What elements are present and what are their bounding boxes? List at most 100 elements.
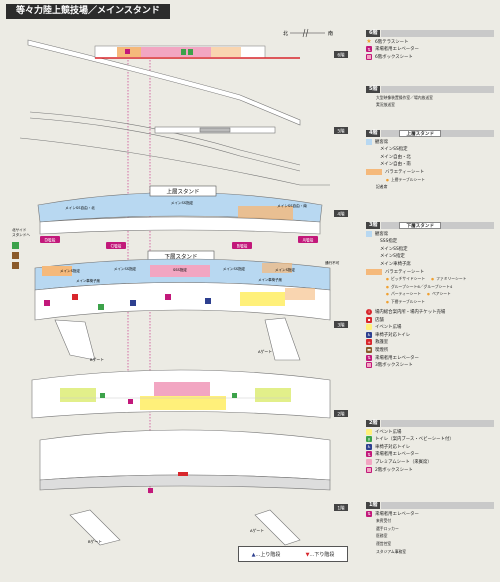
wheelchair-toilet-icon: ♿ xyxy=(366,331,372,338)
legend-3f-seat-2: メインS指定 xyxy=(380,254,405,260)
gate-a-3f: Aゲート xyxy=(258,349,272,354)
badge-4f: 4階 xyxy=(337,211,345,218)
shop-icon: ▪ xyxy=(366,316,372,323)
legend-4f-seat-1: メイン自由・北 xyxy=(380,154,411,160)
legend-3f-variety-2-1: ペアシート xyxy=(427,291,451,297)
gate-a-1f: Aゲート xyxy=(250,528,264,533)
legend-3f-header: 下層スタンド xyxy=(399,222,442,229)
legend-3f-item-5: 喫煙所 xyxy=(375,347,389,353)
floor-badges: 6階 5階 4階 3階 2階 1階 xyxy=(334,51,348,512)
stairs-up-label: …上り階段 xyxy=(255,551,281,558)
legend-1f-line-1: 選手ロッカー xyxy=(376,525,399,531)
legend-3f-seat-1: メインSS指定 xyxy=(380,246,408,252)
legend-floor-6: 6階 ★6階テラスシート ⇅来場者用エレベーター 6階ボックスシート xyxy=(366,30,494,60)
legend-floor-3: 3階 下層スタンド 観客席 SSS指定 メインSS指定 メインS指定 メイン車椅子… xyxy=(366,222,494,369)
lower-section-1: メインS指定 xyxy=(60,268,81,273)
box-seat-icon xyxy=(366,53,372,60)
legend-1f-line-2: 医務室 xyxy=(376,533,388,539)
legend-2f-item-4: プレミアムシート（来賓席） xyxy=(375,459,432,465)
lower-section-5: メインS指定 xyxy=(275,267,296,272)
legend-5f-line-0: 大型映像装置操作室／場内放送室 xyxy=(376,94,433,100)
wheelchair-toilet-icon: ♿ xyxy=(366,443,372,450)
legend-3f-variety-3-0: 下層テーブルシート xyxy=(386,299,425,305)
upper-stand-label: 上層スタンド xyxy=(166,188,199,196)
floor-5-map xyxy=(19,111,330,186)
elevator-icon: ⇅ xyxy=(366,354,372,361)
first-aid-icon: + xyxy=(366,339,372,346)
legend-floor-4: 4階上層スタンド 観客席 メインSS指定 メイン自由・北 メイン自由・南 バラエ… xyxy=(366,130,494,190)
upper-section-south: メインSS自由・南 xyxy=(277,203,307,208)
legend-4f-guest: 観客席 xyxy=(375,139,389,145)
gate-labels: Bゲート Aゲート Bゲート Aゲート xyxy=(88,349,272,544)
north-side-label: 北サイド xyxy=(12,227,27,232)
legend-2f-item-1: トイレ（案内ブース・ベビーシート付） xyxy=(375,437,454,443)
floor-1-map xyxy=(39,429,331,546)
box-seat-icon xyxy=(366,466,372,473)
stairs-down-label: …下り階段 xyxy=(309,551,335,558)
lower-section-2: メインSS指定 xyxy=(114,266,137,271)
premium-icon xyxy=(366,458,372,465)
lower-stand-label: 下層スタンド xyxy=(164,253,197,261)
legend-3f-item-3: 車椅子対応トイレ xyxy=(375,332,411,338)
event-icon xyxy=(366,324,372,331)
upper-section-north: メインSS自由・北 xyxy=(65,205,95,210)
lower-section-4: メインSS指定 xyxy=(223,266,246,271)
badge-5f: 5階 xyxy=(337,128,345,135)
compass-north: 北 xyxy=(283,30,288,37)
stair-b-label[interactable]: B階段 xyxy=(237,243,248,249)
elevator-icon: ⇅ xyxy=(366,451,372,458)
badge-6f: 6階 xyxy=(337,52,345,59)
north-side-icons: 北サイド スタンドへ xyxy=(12,227,30,269)
stair-d-label[interactable]: D階段 xyxy=(44,237,55,243)
legend-floor-4-label: 4階 xyxy=(366,130,381,137)
legend-3f-variety-2-0: パーティーシート xyxy=(386,291,421,297)
legend-1f-line-0: 来賓受付 xyxy=(376,518,392,524)
legend-floor-5-label: 5階 xyxy=(366,86,381,93)
legend-3f-item-4: 救護室 xyxy=(375,340,389,346)
smoking-icon: ▬ xyxy=(366,346,372,353)
wheelchair-section-south: メイン車椅子席 xyxy=(258,277,282,282)
legend-5f-line-1: 実況放送室 xyxy=(376,102,395,108)
legend-6f-item-0: 6階テラスシート xyxy=(375,39,409,45)
legend-floor-3-label: 3階 xyxy=(366,222,381,229)
floor-3-map: 下層スタンド メインS指定 メインSS指定 SSS指定 メインSS指定 メインS… xyxy=(34,250,331,361)
floor-6-map xyxy=(27,39,301,126)
legend-4f-extra: 記者席 xyxy=(376,184,388,190)
legend-4f-variety: バラエティーシート xyxy=(385,169,425,175)
legend-4f-variety-sub: 上層テーブルシート xyxy=(366,177,494,183)
compass: 北 南 xyxy=(283,28,333,38)
legend-3f-guest: 観客席 xyxy=(375,231,389,237)
legend-3f-item-2: イベント広場 xyxy=(375,325,402,331)
legend-1f-item-0: 来場者用エレベーター xyxy=(375,511,419,517)
no-pass-label: 通行不可 xyxy=(325,260,340,265)
legend-2f-item-5: 2階ボックスシート xyxy=(375,467,413,473)
legend-floor-1-label: 1階 xyxy=(366,502,381,509)
legend-3f-variety: バラエティーシート xyxy=(385,269,425,275)
legend-3f-item-1: 店舗 xyxy=(375,317,384,323)
stairs-down-icon: ▼ xyxy=(305,551,310,558)
legend-floor-5: 5階 大型映像装置操作室／場内放送室 実況放送室 xyxy=(366,86,494,108)
svg-text:スタンドへ: スタンドへ xyxy=(12,232,30,237)
legend-4f-seat-0: メインSS指定 xyxy=(380,147,408,153)
legend-3f-seat-0: SSS指定 xyxy=(380,239,398,245)
legend-floor-1: 1階 ⇅来場者用エレベーター 来賓受付 選手ロッカー 医務室 運営控室 スタジア… xyxy=(366,502,494,555)
legend-3f-variety-1-0: グループシート6／グループシート4 xyxy=(386,284,452,290)
stairs-legend: ▲…上り階段 ▼…下り階段 xyxy=(238,546,348,562)
floor-4-map: 上層スタンド メインSS自由・北 メインSS指定 メインSS自由・南 xyxy=(37,185,323,235)
legend-3f-item-7: 3階ボックスシート xyxy=(375,363,413,369)
page-title: 等々力陸上競技場／メインスタンド xyxy=(6,4,170,19)
legend-3f-seat-3: メイン車椅子席 xyxy=(380,261,411,267)
stair-a-label[interactable]: A階段 xyxy=(303,237,314,243)
badge-2f: 2階 xyxy=(337,411,345,418)
stairs-up-icon: ▲ xyxy=(251,551,256,558)
legend-3f-item-6: 来場者用エレベーター xyxy=(375,355,419,361)
wheelchair-section-north: メイン車椅子席 xyxy=(76,278,100,283)
legend-2f-item-0: イベント広場 xyxy=(375,429,402,435)
stair-c-label[interactable]: C階段 xyxy=(111,243,122,249)
legend-4f-seat-2: メイン自由・南 xyxy=(380,162,411,168)
event-icon xyxy=(366,428,372,435)
legend-floor-6-label: 6階 xyxy=(366,30,381,37)
elevator-icon: ⇅ xyxy=(366,46,372,53)
toilet-icon: ⚲ xyxy=(366,436,372,443)
